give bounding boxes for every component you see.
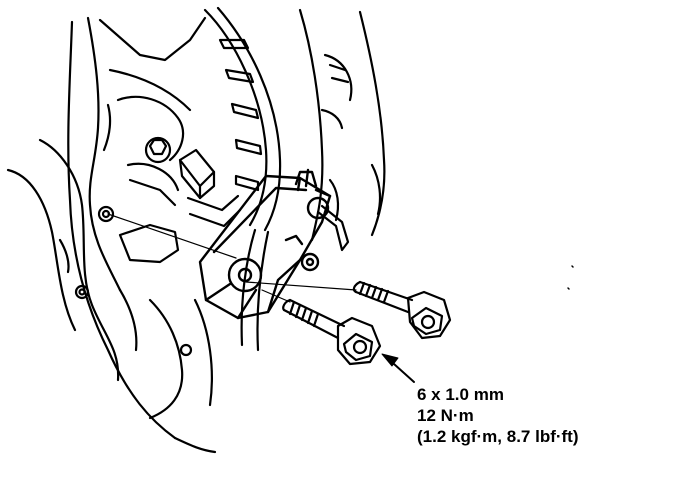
lower-mounting-bolt [282, 298, 382, 366]
engine-housing [6, 16, 217, 454]
stopper-pin [316, 204, 350, 252]
torque-spec-nm: 12 N·m [417, 406, 474, 425]
holder-bracket [178, 148, 242, 228]
torque-spec-alt-units: (1.2 kgf·m, 8.7 lbf·ft) [417, 427, 579, 446]
pulley-rim [203, 6, 282, 352]
alignment-guide-lines [107, 213, 357, 303]
engine-casing-right [298, 8, 386, 242]
tensioner-body [198, 168, 332, 320]
arrow-icon [381, 353, 415, 383]
bolt-size-spec: 6 x 1.0 mm [417, 385, 504, 404]
stray-marks [567, 265, 574, 290]
upper-mounting-bolt [352, 280, 452, 340]
